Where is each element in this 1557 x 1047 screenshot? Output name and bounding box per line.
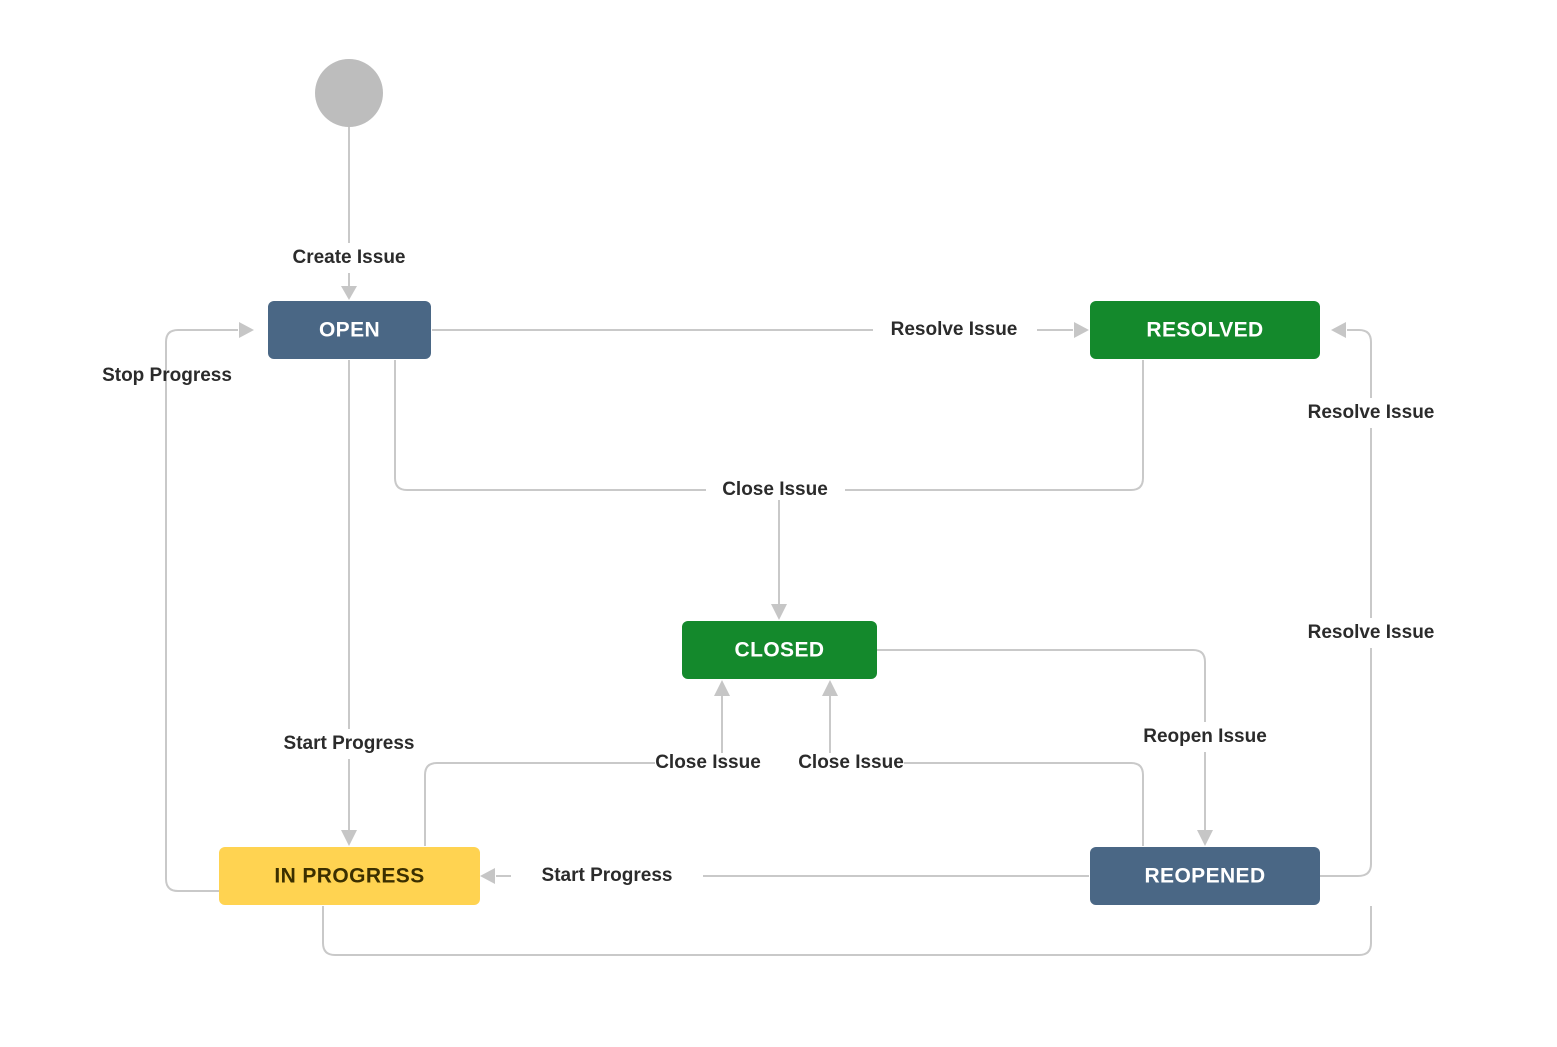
- arrowhead-open-to-inprogress: [341, 830, 357, 846]
- edge-label-resolve-issue-lower: Resolve Issue: [1308, 622, 1435, 643]
- edge-inprogress-to-closed: [424, 762, 655, 846]
- arrowhead-reopened-to-inprogress: [480, 868, 495, 884]
- node-open-rect[interactable]: [268, 301, 431, 359]
- node-reopened-rect[interactable]: [1090, 847, 1320, 905]
- edge-reopened-to-closed: [904, 762, 1144, 846]
- edge-label-resolve-issue-top: Resolve Issue: [891, 319, 1018, 340]
- edge-reopened-to-resolved: [1320, 648, 1372, 877]
- node-inprogress-label: IN PROGRESS: [274, 865, 424, 888]
- arrowhead-reopened-to-closed: [822, 680, 838, 696]
- edge-label-close-issue-right: Close Issue: [798, 752, 904, 773]
- edge-label-create-issue: Create Issue: [292, 247, 405, 268]
- arrowhead-open-to-resolved: [1074, 322, 1089, 338]
- node-closed-rect[interactable]: [682, 621, 877, 679]
- edge-resolved-to-closed: [845, 360, 1144, 491]
- start-node: [315, 59, 383, 127]
- edge-label-stop-progress: Stop Progress: [102, 365, 232, 386]
- edge-label-layer: Create Issue Stop Progress Resolve Issue…: [102, 247, 1434, 886]
- node-resolved[interactable]: RESOLVED: [1090, 301, 1320, 359]
- edge-inprogress-to-open: [165, 329, 238, 892]
- node-resolved-rect[interactable]: [1090, 301, 1320, 359]
- edge-label-close-issue-mid: Close Issue: [722, 479, 828, 500]
- node-inprogress[interactable]: IN PROGRESS: [219, 847, 480, 905]
- arrowhead-to-resolved-right: [1331, 322, 1346, 338]
- edge-label-reopen-issue: Reopen Issue: [1143, 726, 1267, 747]
- node-open-label: OPEN: [319, 319, 380, 342]
- edge-label-resolve-issue-upper: Resolve Issue: [1308, 402, 1435, 423]
- node-closed[interactable]: CLOSED: [682, 621, 877, 679]
- edge-closed-to-reopened: [877, 649, 1206, 722]
- edge-label-start-progress-bottom: Start Progress: [542, 865, 673, 886]
- node-resolved-label: RESOLVED: [1146, 319, 1263, 342]
- node-closed-label: CLOSED: [735, 639, 825, 662]
- edge-inprogress-to-resolved: [322, 906, 1372, 956]
- edge-reopened-to-resolved-top: [1347, 329, 1372, 398]
- arrowhead-create-issue: [341, 286, 357, 300]
- edge-open-to-closed: [394, 360, 706, 491]
- node-reopened[interactable]: REOPENED: [1090, 847, 1320, 905]
- arrowhead-inprogress-to-open: [239, 322, 254, 338]
- arrowhead-close-issue-stem: [771, 604, 787, 620]
- node-open[interactable]: OPEN: [268, 301, 431, 359]
- edge-label-close-issue-left: Close Issue: [655, 752, 761, 773]
- edge-label-start-progress-left: Start Progress: [284, 733, 415, 754]
- arrowhead-closed-to-reopened: [1197, 830, 1213, 846]
- arrowhead-inprogress-to-closed: [714, 680, 730, 696]
- node-inprogress-rect[interactable]: [219, 847, 480, 905]
- edge-layer: [165, 127, 1372, 956]
- node-reopened-label: REOPENED: [1144, 865, 1265, 888]
